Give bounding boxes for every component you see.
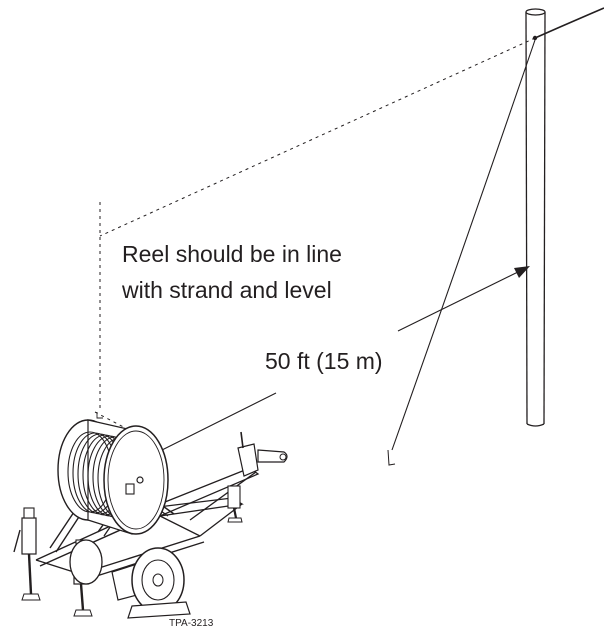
pull-line	[387, 39, 536, 466]
wheel-front	[131, 547, 185, 613]
cable-reel	[57, 419, 169, 535]
wheel-chock	[127, 601, 191, 619]
arrow-to-pole	[397, 266, 530, 332]
reel-note-line-1: Reel should be in line	[122, 241, 342, 267]
distance-label: 50 ft (15 m)	[265, 348, 383, 374]
right-angle-marker	[96, 412, 103, 419]
reel-hub	[136, 476, 144, 484]
reel-trailer	[13, 419, 288, 619]
figure-id: TPA-3213	[169, 618, 214, 629]
arrow-to-reel	[145, 392, 277, 459]
alignment-reference-lines	[94, 37, 536, 441]
wheel-rear	[69, 539, 103, 585]
jack-stand-right	[227, 485, 243, 523]
jack-stand-left	[13, 507, 41, 601]
reel-note-line-2: with strand and level	[121, 277, 332, 303]
reel-arbor-block	[125, 483, 135, 495]
utility-pole	[525, 8, 546, 427]
